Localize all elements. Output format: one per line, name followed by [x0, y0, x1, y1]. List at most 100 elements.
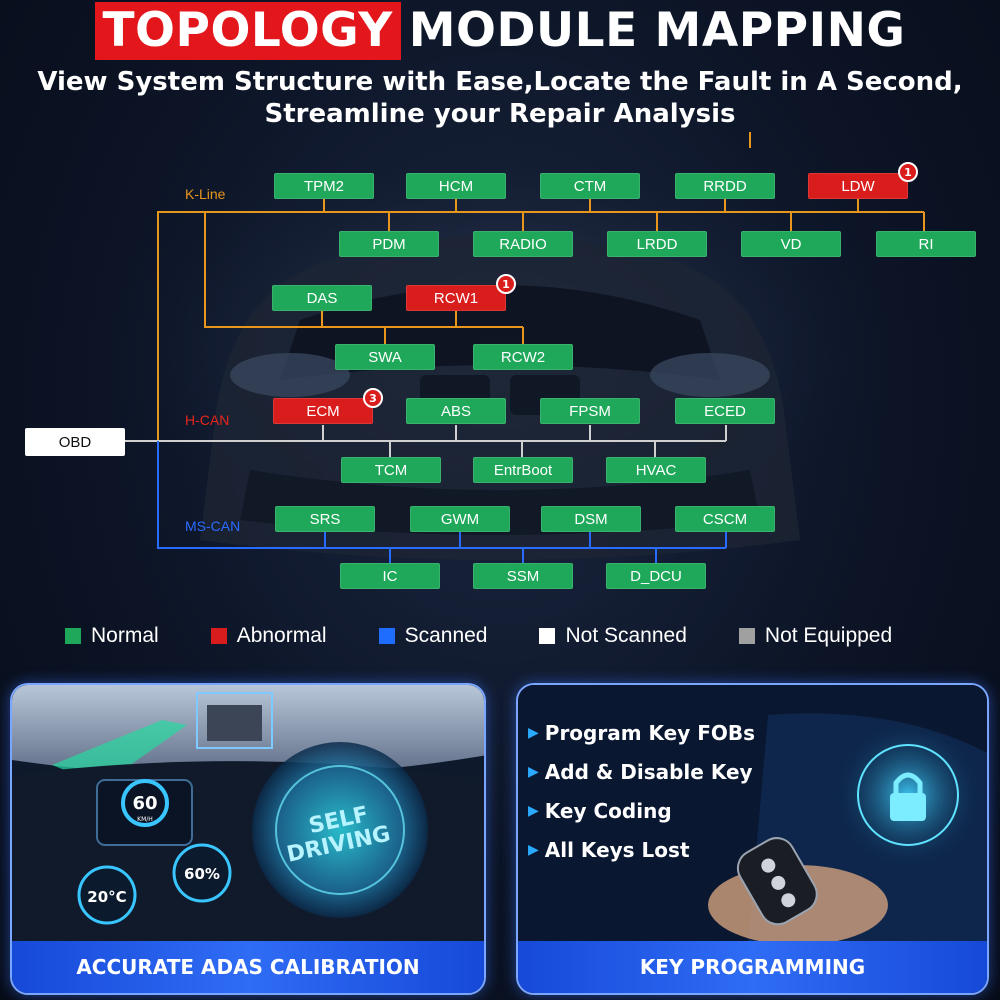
module-label: VD [780, 235, 802, 253]
play-arrow-icon: ▶ [528, 802, 539, 819]
play-arrow-icon: ▶ [528, 763, 539, 780]
key-feature-label: All Keys Lost [544, 837, 690, 862]
h-can-label: H-CAN [185, 412, 230, 428]
module-ssm[interactable]: SSM [473, 563, 573, 589]
module-ldw[interactable]: LDW [808, 173, 908, 199]
module-ctm[interactable]: CTM [540, 173, 640, 199]
key-programming-panel: ▶ Program Key FOBs ▶ Add & Disable Key ▶ Ke… [516, 683, 989, 995]
module-hvac[interactable]: HVAC [606, 457, 706, 483]
legend-label: Normal [91, 624, 159, 647]
module-rcw2[interactable]: RCW2 [473, 344, 573, 370]
key-feature-label: Add & Disable Key [544, 759, 753, 784]
module-radio[interactable]: RADIO [473, 231, 573, 257]
module-label: D_DCU [630, 567, 682, 585]
module-hcm[interactable]: HCM [406, 173, 506, 199]
ms-can-wires [157, 441, 727, 563]
legend-label: Abnormal [236, 624, 327, 647]
key-feature-item: ▶ All Keys Lost [528, 830, 755, 869]
adas-dashboard-illustration: 60 KM/H SELF DRIVING 20°C 60% [12, 685, 484, 945]
key-fob-icon [736, 837, 818, 926]
module-label: HVAC [635, 461, 677, 479]
module-label: GWM [440, 510, 480, 528]
module-label: RRDD [703, 177, 747, 195]
module-vd[interactable]: VD [741, 231, 841, 257]
module-label: CSCM [702, 510, 748, 528]
module-label: SSM [506, 567, 540, 585]
module-dsm[interactable]: DSM [541, 506, 641, 532]
module-label: IC [382, 567, 398, 585]
k-line-wires [157, 132, 925, 440]
module-label: DSM [574, 510, 608, 528]
adas-percent-text: 60% [184, 865, 220, 883]
legend-swatch [378, 628, 395, 644]
module-label: RADIO [499, 235, 547, 253]
module-abs[interactable]: ABS [406, 398, 506, 424]
module-label: TPM2 [303, 177, 344, 195]
module-label: TCM [374, 461, 408, 479]
page-subtitle: View System Structure with Ease,Locate t… [0, 66, 1000, 130]
status-legend: Normal Abnormal Scanned Not Scanned Not … [65, 622, 965, 650]
fault-badge-ldw: 1 [898, 162, 918, 182]
fault-badge-rcw1: 1 [496, 274, 516, 294]
k-line-label: K-Line [185, 186, 226, 202]
module-tpm2[interactable]: TPM2 [274, 173, 374, 199]
play-arrow-icon: ▶ [528, 841, 539, 858]
module-label: EntrBoot [493, 461, 553, 479]
module-label: RCW1 [433, 289, 479, 307]
module-pdm[interactable]: PDM [339, 231, 439, 257]
module-d-dcu[interactable]: D_DCU [606, 563, 706, 589]
legend-swatch [738, 628, 755, 644]
fault-badge-ecm: 3 [363, 388, 383, 408]
module-rrdd[interactable]: RRDD [675, 173, 775, 199]
module-label: LDW [841, 177, 875, 195]
legend-item-not-scanned: Not Scanned [539, 624, 687, 648]
subtitle-line-1: View System Structure with Ease,Locate t… [37, 67, 963, 97]
lock-icon [890, 772, 926, 821]
key-feature-list: ▶ Program Key FOBs ▶ Add & Disable Key ▶ Ke… [528, 713, 755, 869]
module-ecm[interactable]: ECM [273, 398, 373, 424]
module-tcm[interactable]: TCM [341, 457, 441, 483]
module-gwm[interactable]: GWM [410, 506, 510, 532]
module-cscm[interactable]: CSCM [675, 506, 775, 532]
module-rcw1[interactable]: RCW1 [406, 285, 506, 311]
legend-label: Not Scanned [565, 624, 687, 647]
module-fpsm[interactable]: FPSM [540, 398, 640, 424]
adas-caption: ACCURATE ADAS CALIBRATION [12, 941, 484, 993]
page-title: TOPOLOGY MODULE MAPPING [0, 0, 1000, 62]
module-label: LRDD [636, 235, 678, 253]
adas-calibration-panel: 60 KM/H SELF DRIVING 20°C 60% ACCURATE A… [10, 683, 486, 995]
module-ic[interactable]: IC [340, 563, 440, 589]
legend-swatch [539, 628, 556, 644]
module-eced[interactable]: ECED [675, 398, 775, 424]
module-swa[interactable]: SWA [335, 344, 435, 370]
legend-label: Not Equipped [764, 624, 893, 647]
module-lrdd[interactable]: LRDD [607, 231, 707, 257]
title-highlight: TOPOLOGY [94, 2, 401, 60]
legend-item-abnormal: Abnormal [210, 624, 327, 648]
module-das[interactable]: DAS [272, 285, 372, 311]
module-ri[interactable]: RI [876, 231, 976, 257]
legend-label: Scanned [404, 624, 488, 647]
module-label: ECM [306, 402, 340, 420]
module-srs[interactable]: SRS [275, 506, 375, 532]
key-feature-label: Key Coding [544, 798, 672, 823]
obd-port[interactable]: OBD [25, 428, 125, 456]
play-arrow-icon: ▶ [528, 724, 539, 741]
key-programming-illustration [518, 685, 987, 945]
key-feature-label: Program Key FOBs [544, 720, 756, 745]
module-label: SWA [368, 348, 402, 366]
module-label: FPSM [569, 402, 611, 420]
module-label: ECED [704, 402, 746, 420]
h-can-wires [125, 425, 727, 457]
module-label: SRS [309, 510, 341, 528]
legend-swatch [65, 628, 81, 644]
legend-item-normal: Normal [65, 624, 159, 648]
subtitle-line-2: Streamline your Repair Analysis [264, 99, 736, 129]
legend-swatch [210, 628, 227, 644]
module-entrboot[interactable]: EntrBoot [473, 457, 573, 483]
module-label: RI [918, 235, 934, 253]
adas-speed-unit: KM/H [137, 816, 153, 823]
key-feature-item: ▶ Add & Disable Key [528, 752, 755, 791]
key-feature-item: ▶ Key Coding [528, 791, 755, 830]
bus-wiring [125, 132, 925, 563]
